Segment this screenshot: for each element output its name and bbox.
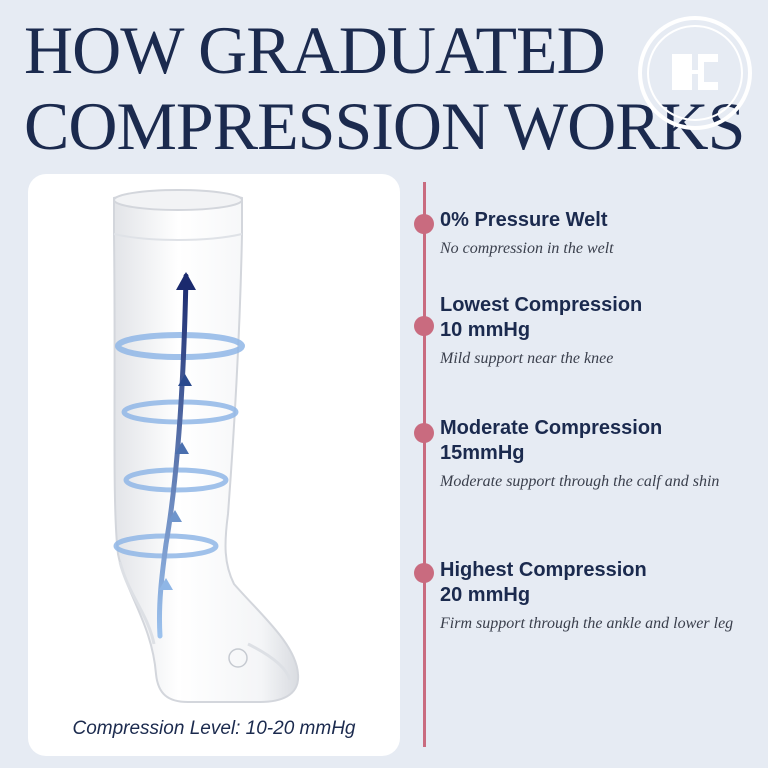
info-item-welt: 0% Pressure Welt No compression in the w…	[440, 208, 760, 260]
item-heading: Highest Compression	[440, 559, 647, 581]
sock-panel: Compression Level: 10-20 mmHg	[28, 174, 400, 756]
item-description: No compression in the welt	[440, 240, 614, 257]
brand-monogram-icon	[638, 16, 752, 130]
compression-level-caption: Compression Level: 10-20 mmHg	[72, 718, 356, 739]
info-item-moderate: Moderate Compression 15mmHg Moderate sup…	[440, 416, 760, 493]
timeline-dot	[414, 214, 434, 234]
info-item-lowest: Lowest Compression 10 mmHg Mild support …	[440, 293, 760, 370]
item-description: Firm support through the ankle and lower…	[440, 615, 734, 632]
timeline-dot	[414, 563, 434, 583]
timeline-dot	[414, 316, 434, 336]
timeline-line	[423, 182, 426, 747]
item-heading: Moderate Compression	[440, 417, 663, 439]
item-pressure: 20 mmHg	[440, 584, 531, 606]
compression-sock-illustration	[113, 189, 300, 703]
timeline-dot	[414, 423, 434, 443]
item-description: Moderate support through the calf and sh…	[440, 473, 720, 490]
item-pressure: 15mmHg	[440, 442, 525, 464]
item-heading: 0% Pressure Welt	[440, 209, 608, 231]
info-item-highest: Highest Compression 20 mmHg Firm support…	[440, 558, 760, 635]
title-line-2: COMPRESSION WORKS	[24, 88, 745, 164]
item-pressure: 10 mmHg	[440, 319, 531, 341]
item-heading: Lowest Compression	[440, 294, 643, 316]
title-line-1: HOW GRADUATED	[24, 12, 606, 88]
upward-flow-arrow	[156, 272, 196, 639]
item-description: Mild support near the knee	[440, 350, 614, 367]
page-title: HOW GRADUATED COMPRESSION WORKS	[24, 12, 745, 164]
